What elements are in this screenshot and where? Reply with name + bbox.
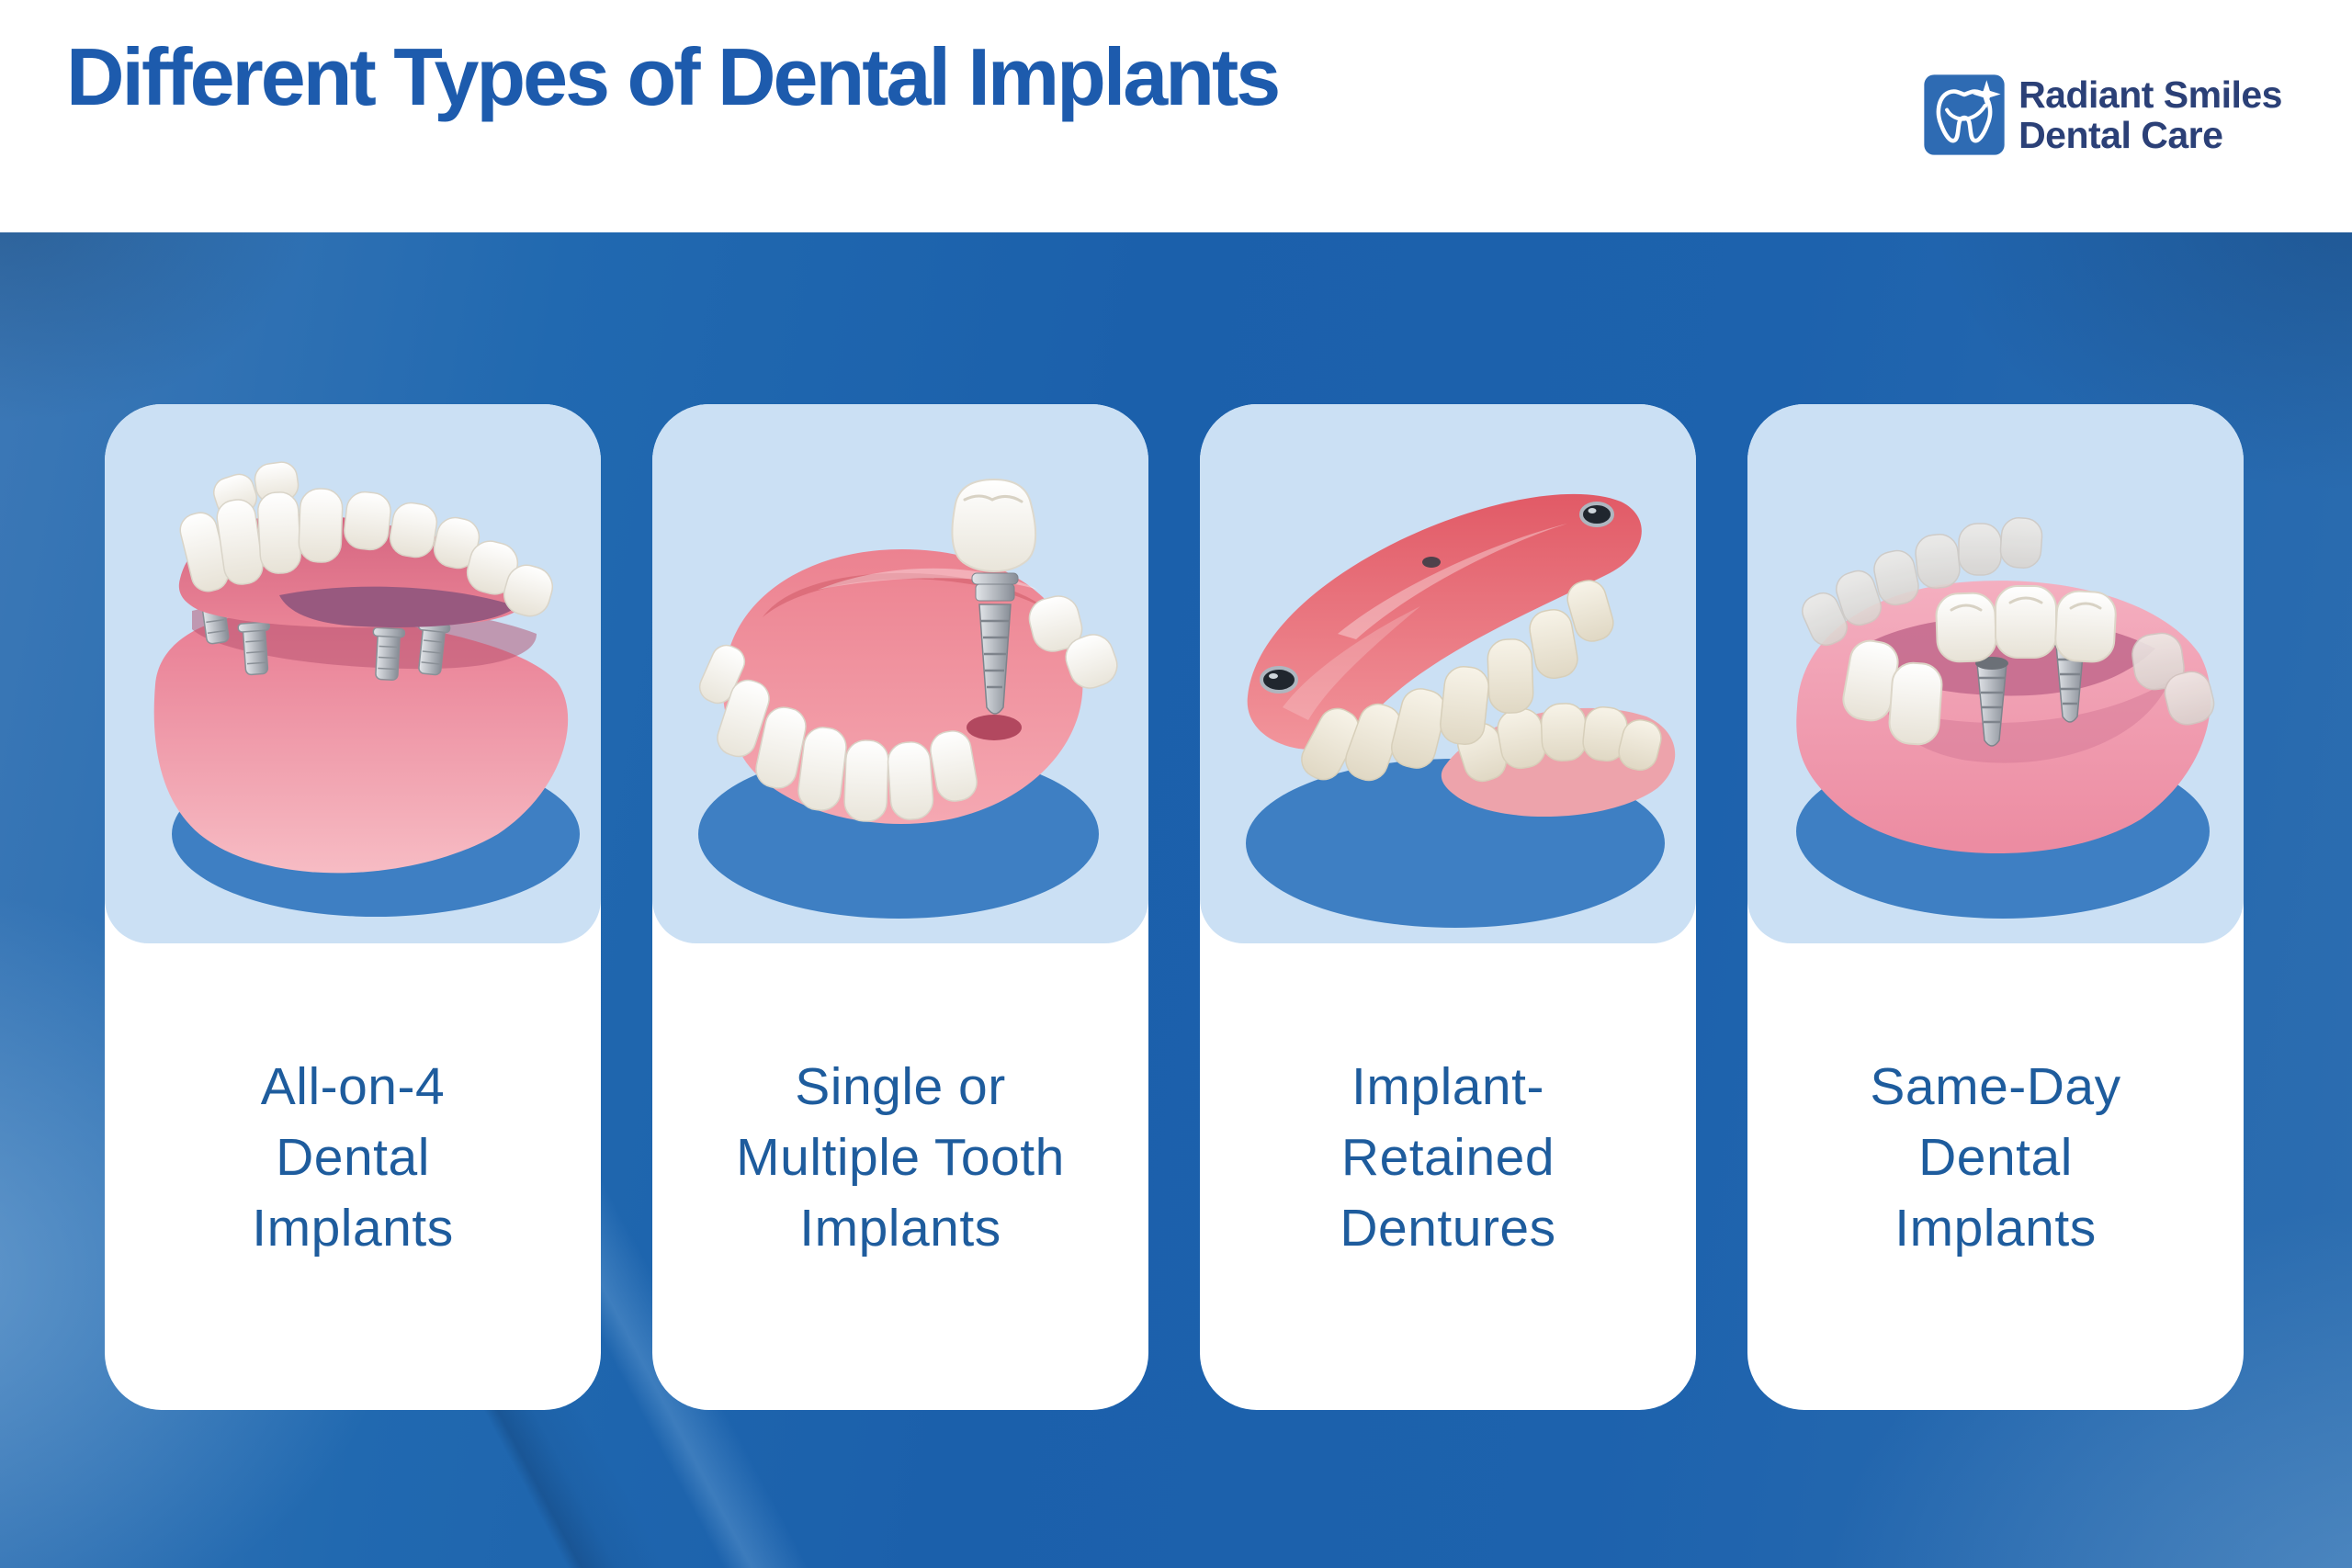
card-single-or-multiple: Single or Multiple Tooth Implants: [652, 404, 1148, 1410]
clinic-name-line1: Radiant Smiles: [2018, 73, 2282, 116]
snap-attachments: [1260, 502, 1614, 694]
single-implant-illustration: [698, 478, 1118, 919]
clinic-logo: Radiant Smiles Dental Care: [1923, 73, 2282, 156]
label-line: All-on-4: [260, 1057, 446, 1116]
clinic-logo-text: Radiant Smiles Dental Care: [2018, 74, 2282, 155]
label-line: Implant-: [1351, 1057, 1544, 1116]
card-all-on-4: All-on-4 Dental Implants: [105, 404, 601, 1410]
card-image-panel: [652, 404, 1148, 943]
label-line: Dentures: [1340, 1199, 1556, 1258]
label-line: Single or: [795, 1057, 1006, 1116]
faded-back-teeth: [1802, 517, 2215, 726]
label-line: Multiple Tooth: [736, 1128, 1065, 1187]
card-label: Implant- Retained Dentures: [1200, 943, 1696, 1264]
label-line: Implants: [1894, 1199, 2097, 1258]
all-on-4-denture-illustration: [153, 461, 580, 917]
card-label: All-on-4 Dental Implants: [105, 943, 601, 1264]
label-line: Dental: [276, 1128, 430, 1187]
label-line: Dental: [1918, 1128, 2073, 1187]
teeth-row: [179, 461, 554, 617]
implant-type-cards: All-on-4 Dental Implants: [105, 404, 2244, 1410]
same-day-implants-illustration: [1796, 517, 2215, 919]
implant-screws: [1975, 638, 2086, 747]
front-crowns: [1842, 639, 1943, 746]
implant-posts: [195, 589, 451, 682]
card-image-panel: [1200, 404, 1696, 943]
teeth-row: [698, 595, 1118, 822]
implant-retained-dentures-illustration: [1246, 493, 1676, 928]
page-title: Different Types of Dental Implants: [66, 31, 1281, 122]
card-image-panel: [105, 404, 601, 943]
label-line: Retained: [1340, 1128, 1555, 1187]
card-implant-retained: Implant- Retained Dentures: [1200, 404, 1696, 1410]
label-line: Implants: [252, 1199, 454, 1258]
implant-screw: [971, 572, 1019, 715]
bridge-molars: [1935, 585, 2117, 663]
card-image-panel: [1747, 404, 2244, 943]
tooth-sparkle-icon: [1924, 74, 2005, 155]
clinic-name-line2: Dental Care: [2018, 114, 2223, 156]
flipped-denture: [1247, 493, 1642, 750]
label-line: Implants: [799, 1199, 1001, 1258]
header-bar: Different Types of Dental Implants Radia…: [0, 0, 2352, 232]
card-label: Same-Day Dental Implants: [1747, 943, 2244, 1264]
card-label: Single or Multiple Tooth Implants: [652, 943, 1148, 1264]
floating-crown: [951, 478, 1037, 573]
label-line: Same-Day: [1870, 1057, 2121, 1116]
hanging-teeth-row: [1301, 580, 1614, 782]
card-same-day: Same-Day Dental Implants: [1747, 404, 2244, 1410]
